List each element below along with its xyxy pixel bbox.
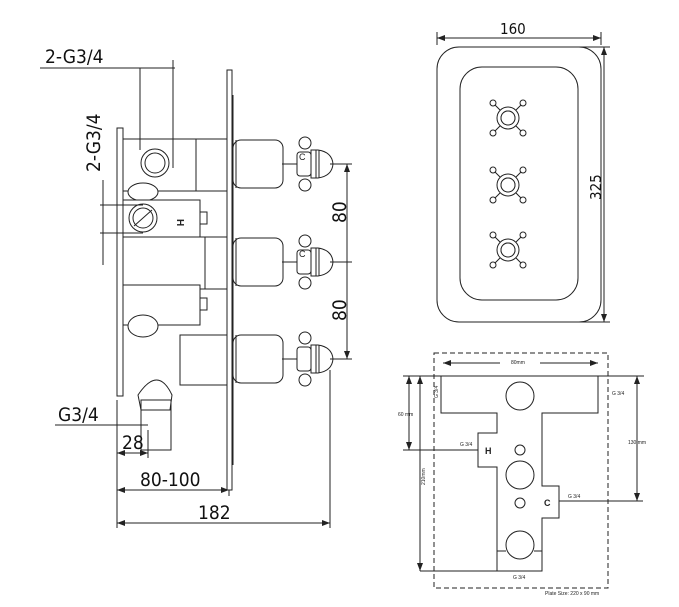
svg-text:G 3/4: G 3/4	[434, 386, 440, 398]
handle-bottom	[281, 331, 334, 387]
width-label: 160	[500, 20, 526, 38]
svg-text:H: H	[485, 446, 492, 456]
spacing-1-label: 80	[329, 201, 351, 223]
valve-body-outline	[440, 375, 599, 572]
svg-text:60 mm: 60 mm	[398, 412, 413, 418]
depth-range-label: 80-100	[140, 469, 201, 491]
svg-text:210mm: 210mm	[421, 468, 427, 485]
spacing-2-label: 80	[329, 299, 351, 321]
plate-outline	[433, 352, 609, 589]
outlet-side-label: 2-G3/4	[83, 114, 105, 173]
height-label: 325	[587, 174, 605, 200]
inlet-bottom-label: G3/4	[58, 404, 99, 426]
hot-mark: H	[174, 219, 185, 226]
depth-28-label: 28	[122, 432, 144, 454]
svg-text:G 3/4: G 3/4	[568, 494, 580, 500]
outlet-top-label: 2-G3/4	[45, 46, 104, 68]
svg-text:G 3/4: G 3/4	[513, 575, 525, 581]
svg-text:Plate Size: 220 x 90 mm: Plate Size: 220 x 90 mm	[545, 591, 599, 597]
svg-text:C: C	[299, 152, 306, 162]
svg-text:G 3/4: G 3/4	[612, 391, 624, 397]
svg-text:C: C	[544, 498, 551, 508]
plate-diagram: 80mm 60 mm 210mm 130 mm G 3/4 G 3/4 G 3/…	[398, 352, 646, 597]
svg-text:80mm: 80mm	[511, 360, 525, 366]
handle-top	[281, 136, 334, 192]
total-depth-label: 182	[198, 502, 231, 524]
back-plate	[116, 127, 124, 397]
svg-text:G 3/4: G 3/4	[460, 442, 472, 448]
svg-text:130 mm: 130 mm	[628, 440, 646, 446]
side-view: H C C 2-G3/4 2-G3/4 80 80 G3/4 28 80-100…	[40, 46, 352, 528]
front-view: 160 325	[436, 20, 610, 323]
handle-middle	[281, 234, 334, 290]
wall-plate	[226, 69, 233, 491]
svg-text:C: C	[299, 249, 306, 259]
